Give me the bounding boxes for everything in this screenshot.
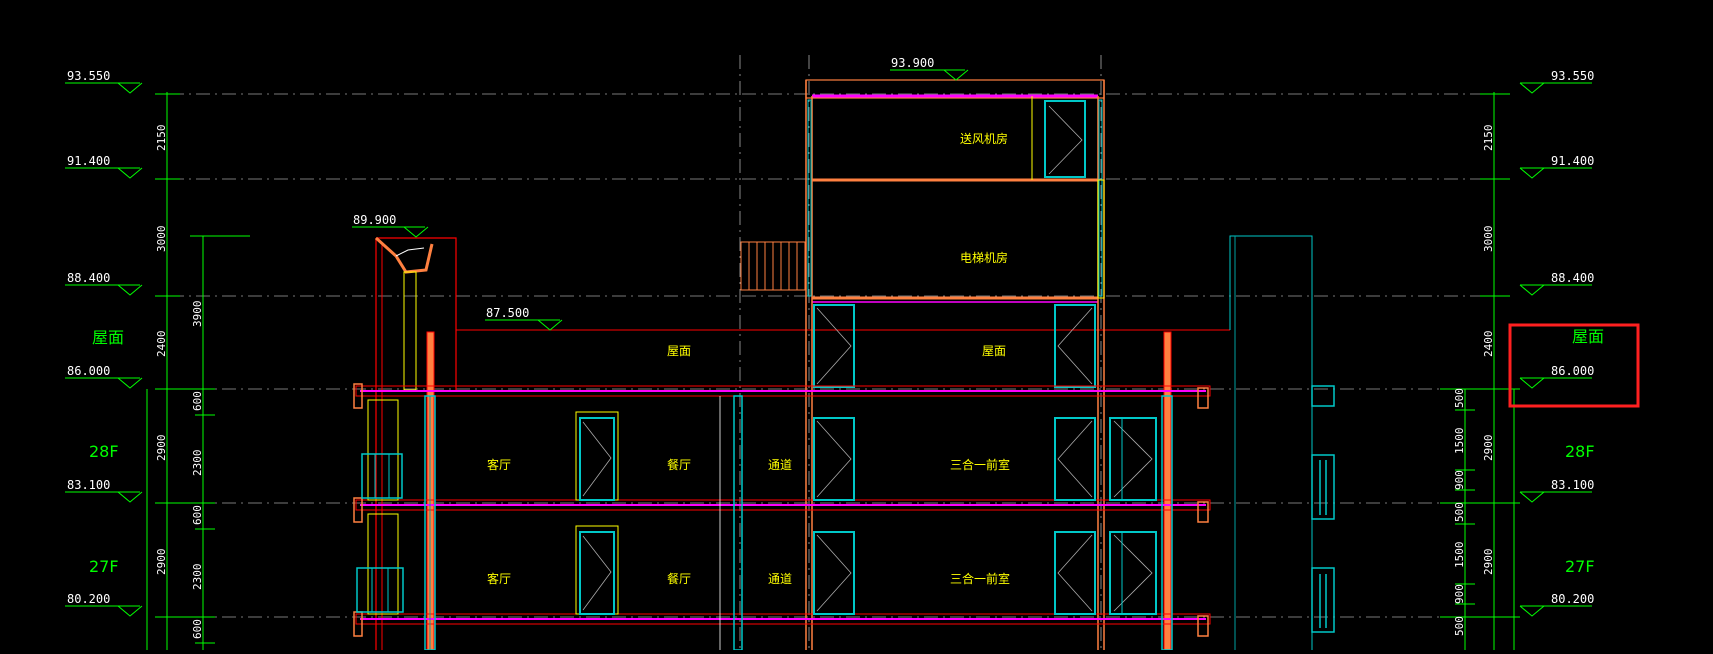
dim-right-500-c: 500 [1453,616,1466,636]
elev-machine-top: 93.900 [891,56,934,70]
stair-rail [740,241,806,291]
top-elevation-markers [352,69,969,331]
floor-label-roof-right: 屋面 [1572,327,1604,346]
room-lobby-28: 三合一前室 [950,457,1010,472]
floor-labels: 屋面 屋面 28F 28F 27F 27F [89,327,1604,576]
machine-room-block [805,79,1105,650]
right-inner-dims: 500 1500 900 500 1500 900 500 [1453,388,1466,636]
dim-right-900-a: 900 [1453,470,1466,490]
axis-lines [739,55,1102,650]
right-elevation-labels: 93.550 91.400 88.400 86.000 83.100 80.20… [1551,69,1594,606]
right-shaft [1163,235,1313,651]
elev-right-83100: 83.100 [1551,478,1594,492]
room-living-28: 客厅 [487,457,511,472]
right-exterior-balconies [1311,385,1335,633]
elev-left-93550: 93.550 [67,69,110,83]
interior-walls [367,395,1173,651]
dim-left-600-b: 600 [191,505,204,525]
dim-right-500-a: 500 [1453,388,1466,408]
dim-left-2400: 2400 [155,331,168,358]
left-elevation-labels: 93.550 91.400 88.400 86.000 83.100 80.20… [67,69,110,606]
elev-right-91400: 91.400 [1551,154,1594,168]
left-dimension-chain [146,92,250,650]
left-balcony [356,453,404,613]
elev-right-93550: 93.550 [1551,69,1594,83]
dim-right-500-b: 500 [1453,502,1466,522]
floor-label-27f-left: 27F [89,557,119,576]
room-corridor-28: 通道 [768,458,792,472]
dim-right-900-b: 900 [1453,584,1466,604]
elev-roof-parapet: 87.500 [486,306,529,320]
dim-left-2300-a: 2300 [191,450,204,477]
elev-right-88400: 88.400 [1551,271,1594,285]
dim-right-2400: 2400 [1482,331,1495,358]
elev-right-80200: 80.200 [1551,592,1594,606]
dim-right-3000: 3000 [1482,226,1495,253]
room-elevator-machine: 电梯机房 [960,250,1008,265]
dim-right-2900-a: 2900 [1482,435,1495,462]
floor-label-28f-left: 28F [89,442,119,461]
elev-left-91400: 91.400 [67,154,110,168]
elev-left-80200: 80.200 [67,592,110,606]
roof-level-doors [813,304,1096,388]
dim-left-2900-b: 2900 [155,549,168,576]
dim-right-1500-a: 1500 [1453,428,1466,455]
dim-left-2150: 2150 [155,125,168,152]
left-elevation-markers [65,82,143,617]
room-dining-28: 餐厅 [667,457,691,472]
dim-left-3900: 3900 [191,301,204,328]
floor-label-28f-right: 28F [1565,442,1595,461]
room-lobby-27: 三合一前室 [950,571,1010,586]
right-outer-dims: 2150 3000 2400 2900 2900 [1482,125,1495,576]
elev-left-83100: 83.100 [67,478,110,492]
left-inner-dims: 3900 600 2300 600 2300 600 [191,301,204,640]
level-guide-lines [170,93,1500,618]
elev-stair-top: 89.900 [353,213,396,227]
dim-left-600-a: 600 [191,391,204,411]
dim-left-2900-a: 2900 [155,435,168,462]
room-corridor-27: 通道 [768,572,792,586]
dim-left-600-c: 600 [191,619,204,639]
room-dining-27: 餐厅 [667,571,691,586]
top-elevation-labels: 93.900 89.900 87.500 [353,56,934,320]
left-stair-tower [374,236,1230,651]
dim-left-2300-b: 2300 [191,564,204,591]
dim-left-3000: 3000 [155,226,168,253]
dim-right-1500-b: 1500 [1453,542,1466,569]
floor-label-roof-left: 屋面 [92,328,124,347]
room-roof-core: 屋面 [982,344,1006,358]
elev-right-86000: 86.000 [1551,364,1594,378]
room-air-supply: 送风机房 [960,131,1008,146]
floor-doors [575,411,1157,615]
dim-right-2150: 2150 [1482,125,1495,152]
room-labels: 送风机房 电梯机房 屋面 屋面 客厅 餐厅 通道 三合一前室 客厅 餐厅 通道 … [487,131,1010,586]
right-dimension-chain [1440,92,1520,650]
room-living-27: 客厅 [487,571,511,586]
floor-slabs [353,383,1211,637]
highlight-box [1508,323,1640,408]
floor-label-27f-right: 27F [1565,557,1595,576]
room-roof-mid: 屋面 [667,344,691,358]
elev-left-88400: 88.400 [67,271,110,285]
left-outer-dims: 2150 3000 2400 2900 2900 [155,125,168,576]
dim-right-2900-b: 2900 [1482,549,1495,576]
right-elevation-markers [1519,82,1592,617]
elev-left-86000: 86.000 [67,364,110,378]
